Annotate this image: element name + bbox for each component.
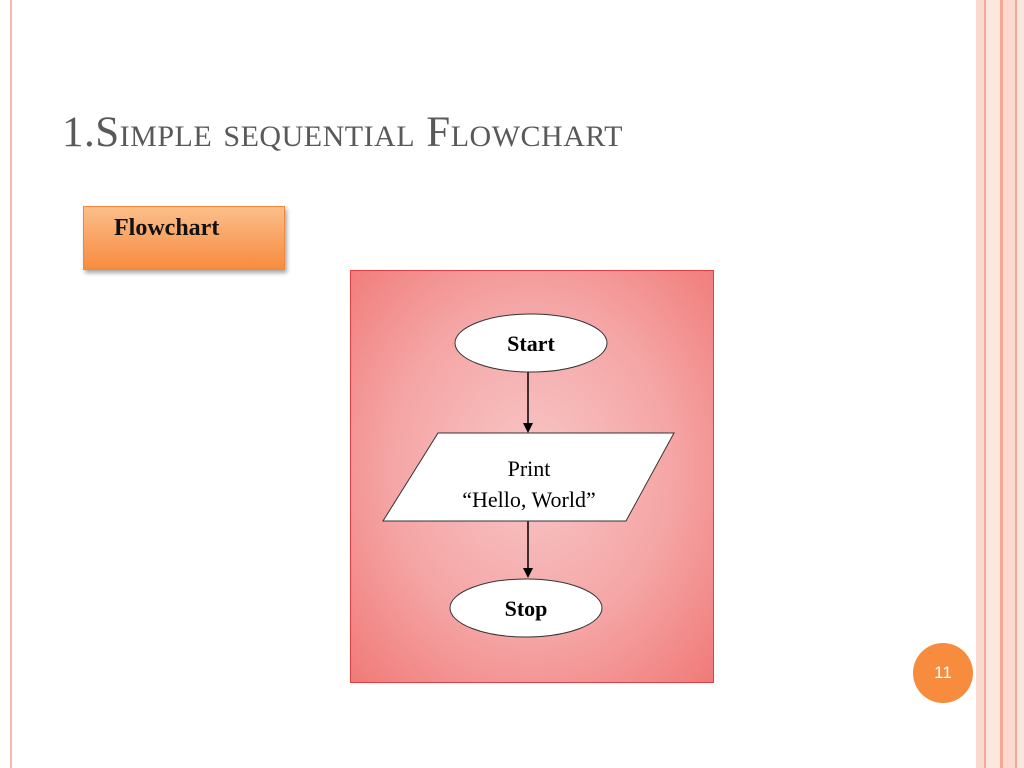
page-number-text: 11 [934,663,952,682]
page-number-badge: 11 [913,643,973,703]
right-border-stripes [976,0,1024,768]
flowchart-label-text: Flowchart [114,215,220,241]
flowchart-panel: Start Print “Hello, World” Stop [350,270,714,683]
node-print: Print “Hello, World” [382,432,675,522]
slide-title: 1.Simple sequential Flowchart [62,109,623,156]
node-stop: Stop [449,578,603,638]
node-print-line2: “Hello, World” [462,487,595,512]
node-stop-text: Stop [505,596,548,621]
flowchart-label-box: Flowchart [83,206,285,270]
left-border-line [10,0,12,768]
flowchart-diagram: Start Print “Hello, World” Stop [382,313,675,638]
node-print-line1: Print [508,456,551,481]
node-start-text: Start [507,331,555,356]
node-start: Start [454,313,608,373]
